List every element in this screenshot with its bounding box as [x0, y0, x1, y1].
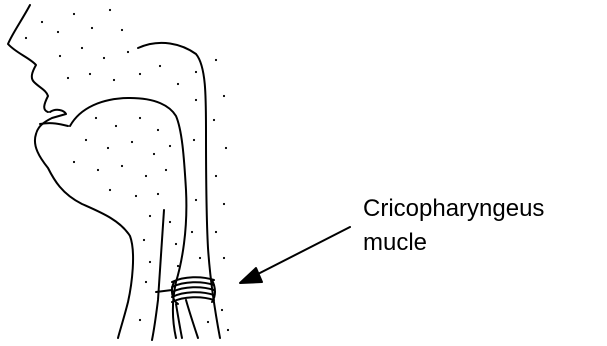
cricopharyngeus-rings [172, 277, 215, 338]
arrow-pointer [240, 227, 350, 283]
muscle-label-line-2: mucle [363, 228, 427, 258]
face-profile-outline [8, 5, 133, 338]
muscle-label-line-1: Cricopharyngeus [363, 194, 544, 224]
mouth-line [40, 123, 68, 126]
airway-line [152, 210, 164, 340]
